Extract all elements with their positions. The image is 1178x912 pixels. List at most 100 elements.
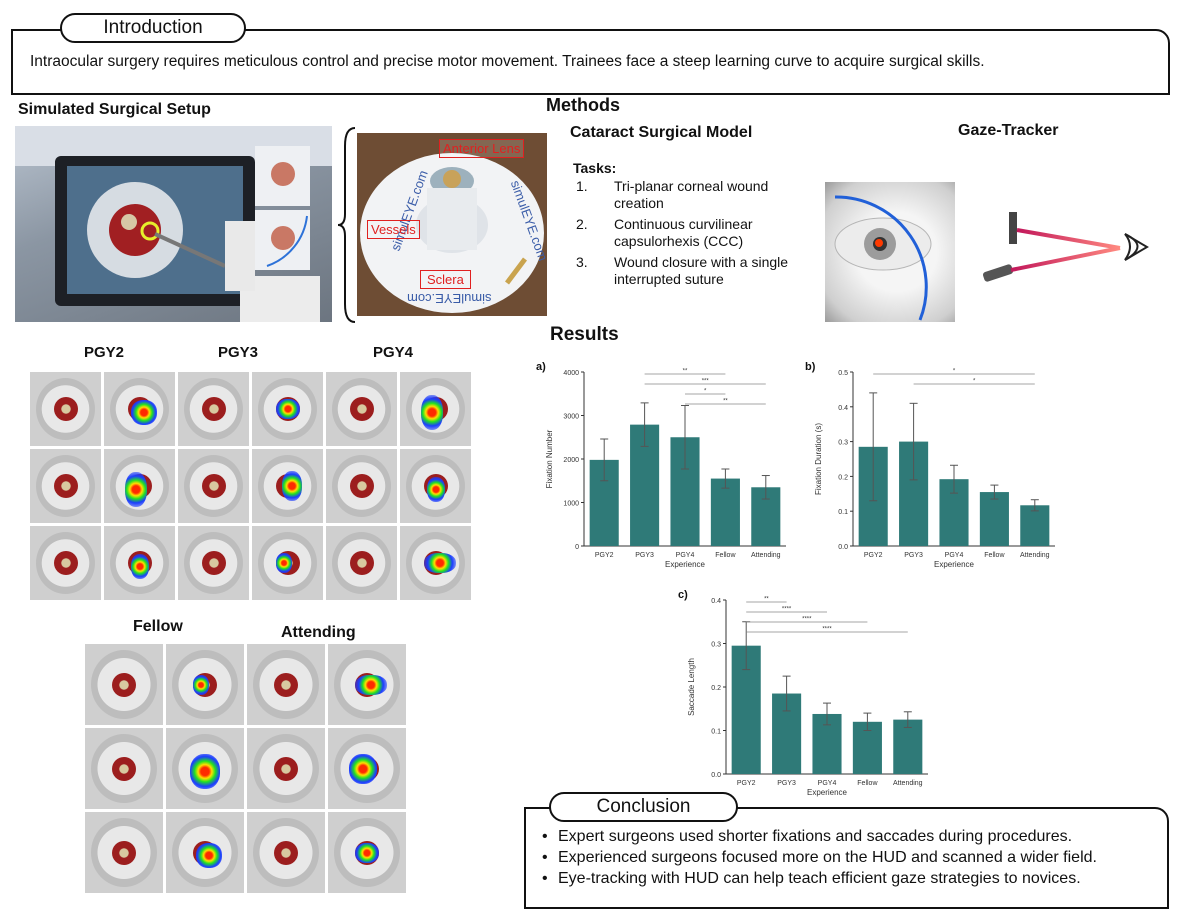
y-axis-label: Fixation Duration (s) — [814, 423, 823, 495]
y-tick-label: 0.3 — [711, 642, 721, 649]
heatmap-tile — [30, 449, 101, 523]
x-tick-label: PGY3 — [635, 552, 654, 559]
y-tick-label: 0.3 — [838, 440, 848, 447]
y-tick-label: 0 — [575, 544, 579, 551]
significance-label: ** — [723, 399, 728, 405]
sclera-label: Sclera — [420, 270, 471, 289]
gaze-tracker-title: Gaze-Tracker — [958, 122, 1059, 139]
conclusion-heading: Conclusion — [549, 792, 738, 822]
illuminator-icon — [982, 264, 1014, 282]
gaze-tracker-eye-image — [825, 182, 955, 322]
x-tick-label: PGY4 — [676, 552, 695, 559]
heatmap-tile — [328, 644, 406, 725]
eye-target — [201, 474, 226, 498]
gaze-heatmap-blob — [275, 553, 292, 573]
gaze-heatmap-blob — [281, 471, 302, 501]
gaze-heatmap-blob — [130, 553, 149, 579]
camera-icon — [1009, 212, 1017, 244]
y-tick-label: 0.5 — [838, 370, 848, 377]
eye-target — [274, 840, 298, 865]
gaze-heatmap-blob — [130, 399, 157, 425]
heatmap-tile — [166, 644, 244, 725]
eye-target — [274, 672, 298, 697]
heatmap-tile — [252, 526, 323, 600]
heatmap-tile — [252, 372, 323, 446]
y-axis-label: Saccade Length — [687, 658, 696, 716]
x-tick-label: Attending — [1020, 552, 1050, 559]
heatmap-tile — [326, 526, 397, 600]
eye-target — [53, 551, 78, 575]
eye-target — [112, 840, 136, 865]
heatmap-tile — [400, 372, 471, 446]
gaze-heatmap-blob — [355, 842, 379, 863]
x-tick-label: Attending — [751, 552, 781, 559]
gaze-heatmap-blob — [423, 553, 456, 573]
heatmap-group-labels-top: PGY2 PGY3 PGY4 — [30, 344, 472, 368]
panel-label: b) — [805, 361, 816, 373]
gaze-heatmap-blob — [196, 843, 222, 868]
heatmap-tile — [85, 728, 163, 809]
x-tick-label: PGY3 — [777, 780, 796, 787]
vessels-label: Vessels — [367, 220, 420, 239]
significance-label: *** — [702, 379, 710, 385]
x-tick-label: Attending — [893, 780, 923, 787]
x-tick-label: PGY4 — [945, 552, 964, 559]
bracket-brace — [337, 126, 357, 329]
heatmap-tile — [178, 526, 249, 600]
heatmap-tile — [247, 812, 325, 893]
group-label-pgy3: PGY3 — [218, 344, 259, 361]
model-title: Cataract Surgical Model — [570, 124, 753, 141]
surgical-setup-illustration — [15, 126, 332, 322]
tasks-list: 1.Tri-planar corneal wound creation 2.Co… — [576, 178, 816, 292]
y-tick-label: 3000 — [563, 414, 579, 421]
heatmap-tile — [400, 526, 471, 600]
panel-label: c) — [678, 589, 688, 601]
methods-title: Methods — [546, 95, 620, 115]
eye-target — [201, 397, 226, 421]
y-tick-label: 2000 — [563, 457, 579, 464]
x-tick-label: PGY2 — [595, 552, 614, 559]
x-tick-label: Fellow — [715, 552, 736, 559]
heatmap-tile — [85, 644, 163, 725]
x-axis-label: Experience — [807, 788, 848, 797]
group-label-attending: Attending — [281, 624, 356, 641]
y-tick-label: 1000 — [563, 501, 579, 508]
y-tick-label: 0.0 — [711, 772, 721, 779]
anterior-lens-label: Anterior Lens — [439, 139, 525, 158]
gaze-heatmap-blob — [190, 754, 220, 789]
significance-label: ** — [764, 597, 769, 603]
eye-target — [274, 756, 298, 781]
gaze-heatmap-blob — [420, 394, 443, 430]
heatmap-tile — [326, 372, 397, 446]
x-tick-label: PGY2 — [737, 780, 756, 787]
bar-attending — [1020, 505, 1050, 546]
introduction-text: Intraocular surgery requires meticulous … — [30, 53, 985, 70]
x-tick-label: PGY2 — [864, 552, 883, 559]
gaze-heatmap-blob — [355, 674, 387, 695]
heatmap-tile — [178, 449, 249, 523]
significance-label: * — [973, 379, 976, 385]
group-label-fellow: Fellow — [133, 618, 183, 635]
conclusion-bullet: Expert surgeons used shorter fixations a… — [542, 826, 1161, 847]
x-tick-label: Fellow — [857, 780, 878, 787]
heatmap-tile — [252, 449, 323, 523]
task-item: 3.Wound closure with a single interrupte… — [576, 254, 789, 287]
eye-target — [53, 474, 78, 498]
bar-fellow — [710, 478, 740, 546]
gaze-tracker-diagram — [975, 200, 1155, 295]
group-label-pgy4: PGY4 — [373, 344, 414, 361]
model-illustration — [360, 153, 544, 313]
conclusion-bullets: Expert surgeons used shorter fixations a… — [536, 826, 1161, 889]
significance-label: **** — [802, 617, 812, 623]
results-title: Results — [550, 324, 619, 345]
y-tick-label: 0.4 — [711, 598, 721, 605]
panel-label: a) — [536, 361, 546, 373]
conclusion-bullet: Eye-tracking with HUD can help teach eff… — [542, 868, 1161, 889]
gaze-heatmap-blob — [275, 399, 300, 419]
gaze-heatmap-blob — [426, 476, 445, 502]
y-axis-label: Fixation Number — [545, 429, 554, 488]
y-tick-label: 0.1 — [838, 509, 848, 516]
heatmap-tile — [247, 728, 325, 809]
